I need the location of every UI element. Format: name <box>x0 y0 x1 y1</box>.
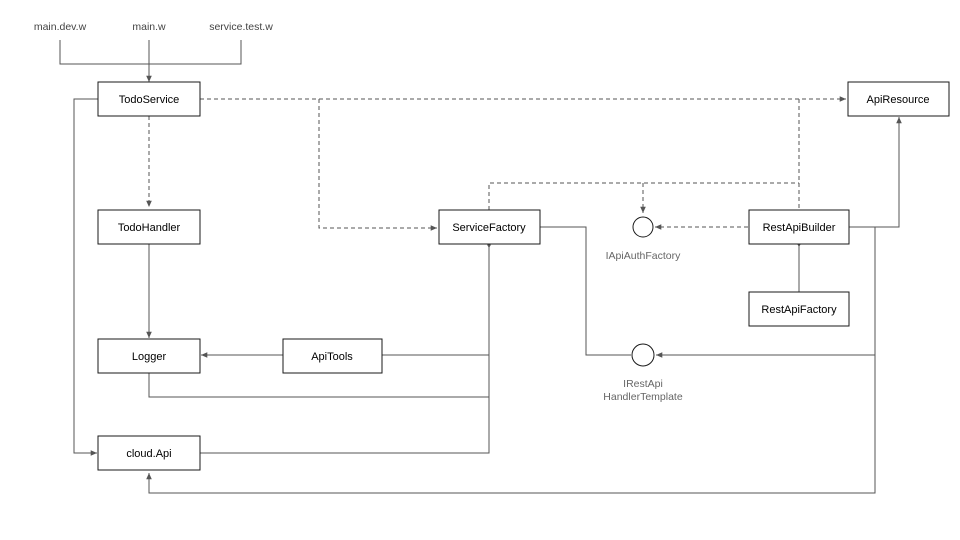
todoservice-label: TodoService <box>119 94 180 106</box>
apiresource-box[interactable]: ApiResource <box>847 81 950 117</box>
cloudapi-label: cloud.Api <box>126 448 171 460</box>
restapifactory-label: RestApiFactory <box>761 304 837 316</box>
restapibuilder-to-cloudapi-edge <box>146 226 876 494</box>
restapibuilder-to-apiresource-edge <box>849 117 902 228</box>
iapiauthfactory-interface[interactable]: IApiAuthFactory <box>606 216 681 262</box>
irestapihandlertemplate-circle-icon <box>631 343 655 367</box>
todohandler-label: TodoHandler <box>118 222 181 234</box>
cloudapi-to-servicefactory-edge <box>200 242 491 454</box>
cloudapi-box[interactable]: cloud.Api <box>97 435 201 471</box>
entrypoint-main-dev: main.dev.w <box>34 21 87 33</box>
apitools-box[interactable]: ApiTools <box>282 338 383 374</box>
restapifactory-box[interactable]: RestApiFactory <box>748 291 850 327</box>
todohandler-box[interactable]: TodoHandler <box>97 209 201 245</box>
apitools-label: ApiTools <box>311 351 353 363</box>
apiresource-label: ApiResource <box>867 94 930 106</box>
logger-to-bus-edge <box>148 373 489 398</box>
servicefactory-label: ServiceFactory <box>452 222 526 234</box>
entrypoint-main: main.w <box>132 21 166 33</box>
irestapihandlertemplate-label-line1: IRestApi <box>623 378 663 390</box>
servicefactory-to-builder-dashed <box>488 182 799 210</box>
restapibuilder-box[interactable]: RestApiBuilder <box>748 209 850 245</box>
entrypoints-bracket <box>59 40 242 65</box>
iapiauthfactory-circle-icon <box>632 216 654 238</box>
irestapihandlertemplate-interface[interactable]: IRestApi HandlerTemplate <box>603 343 683 403</box>
entrypoint-service-test: service.test.w <box>209 21 273 33</box>
todoservice-to-cloudapi-edge <box>73 98 98 456</box>
iapiauthfactory-label: IApiAuthFactory <box>606 250 681 262</box>
logger-box[interactable]: Logger <box>97 338 201 374</box>
logger-label: Logger <box>132 351 167 363</box>
irestapihandlertemplate-label-line2: HandlerTemplate <box>603 391 683 403</box>
todoservice-to-servicefactory-edge <box>318 99 437 231</box>
todoservice-box[interactable]: TodoService <box>97 81 201 117</box>
servicefactory-box[interactable]: ServiceFactory <box>438 209 541 245</box>
restapibuilder-label: RestApiBuilder <box>763 222 836 234</box>
servicefactory-to-irestapi-edge <box>540 226 631 356</box>
